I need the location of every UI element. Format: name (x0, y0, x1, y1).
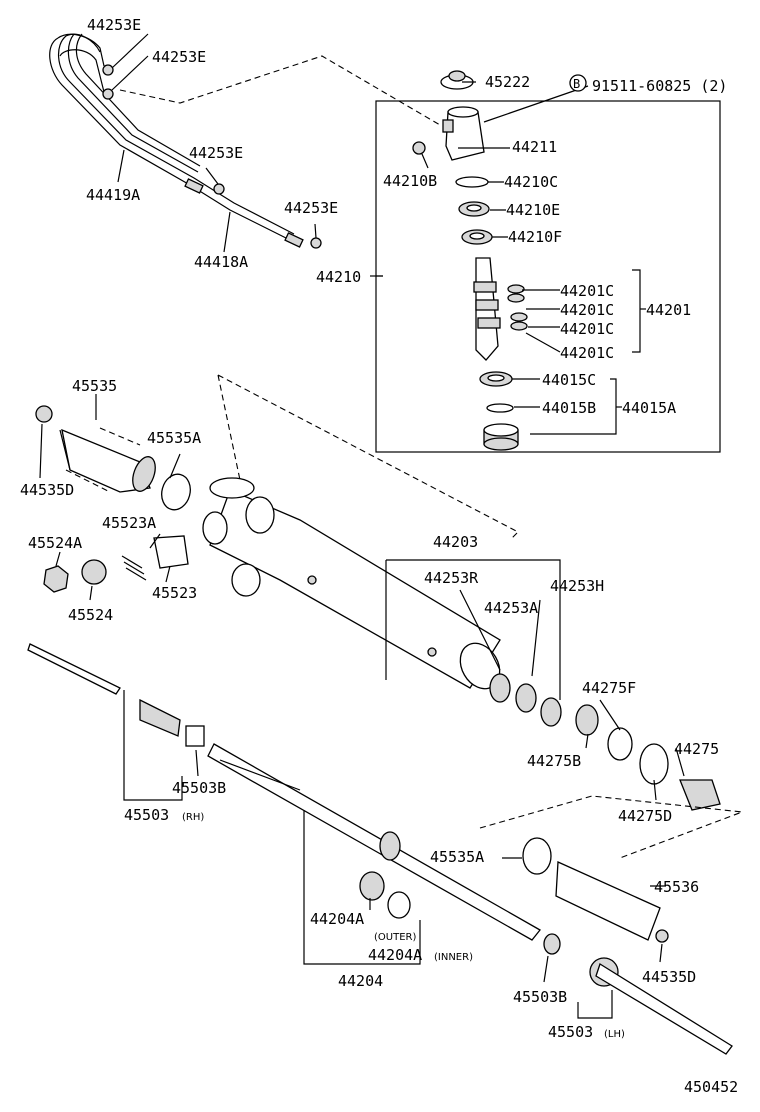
rack-bar (207, 743, 541, 941)
label-44210: 44210 (316, 268, 361, 286)
part-labels: 44253E 44253E 44253E 44253E 44419A 44418… (20, 16, 738, 1096)
label-45535A-top: 45535A (147, 429, 201, 447)
label-44275D: 44275D (618, 807, 672, 825)
tie-rod-lh (589, 957, 733, 1055)
label-44253E-c: 44253E (189, 144, 243, 162)
label-45503-lh: 45503 (548, 1023, 593, 1041)
label-45503-lh-suffix: (LH) (604, 1029, 625, 1040)
label-44204: 44204 (338, 972, 383, 990)
label-45524A: 45524A (28, 534, 82, 552)
guide-line-housing (217, 374, 519, 541)
label-44253R: 44253R (424, 569, 479, 587)
label-44210B: 44210B (383, 172, 437, 190)
valve-housing-44211 (442, 106, 485, 161)
diagram-id-label: 450452 (684, 1078, 738, 1096)
label-45222: 45222 (485, 73, 530, 91)
label-45503B-lh: 45503B (513, 988, 567, 1006)
label-45535A-bottom: 45535A (430, 848, 484, 866)
label-45503-rh: 45503 (124, 806, 169, 824)
label-44210F: 44210F (508, 228, 562, 246)
label-45524: 45524 (68, 606, 113, 624)
label-44418A: 44418A (194, 253, 248, 271)
small-parts-left (43, 535, 189, 593)
rack-parts-lower (359, 837, 669, 955)
valve-shaft-44201 (473, 257, 528, 361)
tie-rod-rh (27, 643, 205, 747)
label-45503-rh-suffix: (RH) (182, 812, 204, 823)
label-44201C-d: 44201C (560, 344, 614, 362)
label-44204A-inner: 44204A (368, 946, 422, 964)
label-44210C: 44210C (504, 173, 558, 191)
label-44535D-left: 44535D (20, 481, 74, 499)
label-45503B-rh: 45503B (172, 779, 226, 797)
label-b-circle: B (573, 77, 580, 91)
label-44015A: 44015A (622, 399, 676, 417)
boot-45535 (35, 405, 191, 511)
label-44253E-d: 44253E (284, 199, 338, 217)
label-44275B: 44275B (527, 752, 581, 770)
guide-line-tube (119, 55, 441, 126)
leader-lines (39, 33, 685, 1019)
label-44253E-b: 44253E (152, 48, 206, 66)
label-44201C-c: 44201C (560, 320, 614, 338)
label-44253A: 44253A (484, 599, 538, 617)
seal-group-44015 (479, 371, 519, 451)
label-91511: 91511-60825 (2) (592, 77, 727, 95)
label-outer: (OUTER) (374, 932, 416, 943)
label-45523A: 45523A (102, 514, 156, 532)
label-44275: 44275 (674, 740, 719, 758)
guide-line-lower (479, 795, 743, 859)
label-45523: 45523 (152, 584, 197, 602)
label-44211: 44211 (512, 138, 557, 156)
label-44201C-b: 44201C (560, 301, 614, 319)
label-44204A: 44204A (310, 910, 364, 928)
rack-seals (489, 673, 721, 811)
pressure-tubes (49, 33, 304, 248)
label-44253H: 44253H (550, 577, 604, 595)
label-44015B: 44015B (542, 399, 596, 417)
label-44203: 44203 (433, 533, 478, 551)
label-44210E: 44210E (506, 201, 560, 219)
label-44275F: 44275F (582, 679, 636, 697)
label-44015C: 44015C (542, 371, 596, 389)
parts-44210 (412, 141, 493, 245)
label-45536: 45536 (654, 878, 699, 896)
label-44201C-a: 44201C (560, 282, 614, 300)
flare-nuts (102, 64, 322, 249)
label-44253E-a: 44253E (87, 16, 141, 34)
cap-45222 (440, 70, 474, 90)
label-44201: 44201 (646, 301, 691, 319)
label-44419A: 44419A (86, 186, 140, 204)
label-45535: 45535 (72, 377, 117, 395)
gear-housing (202, 477, 501, 690)
b-circle-icon (569, 74, 587, 92)
label-44535D-right: 44535D (642, 968, 696, 986)
label-inner: (INNER) (434, 952, 473, 963)
